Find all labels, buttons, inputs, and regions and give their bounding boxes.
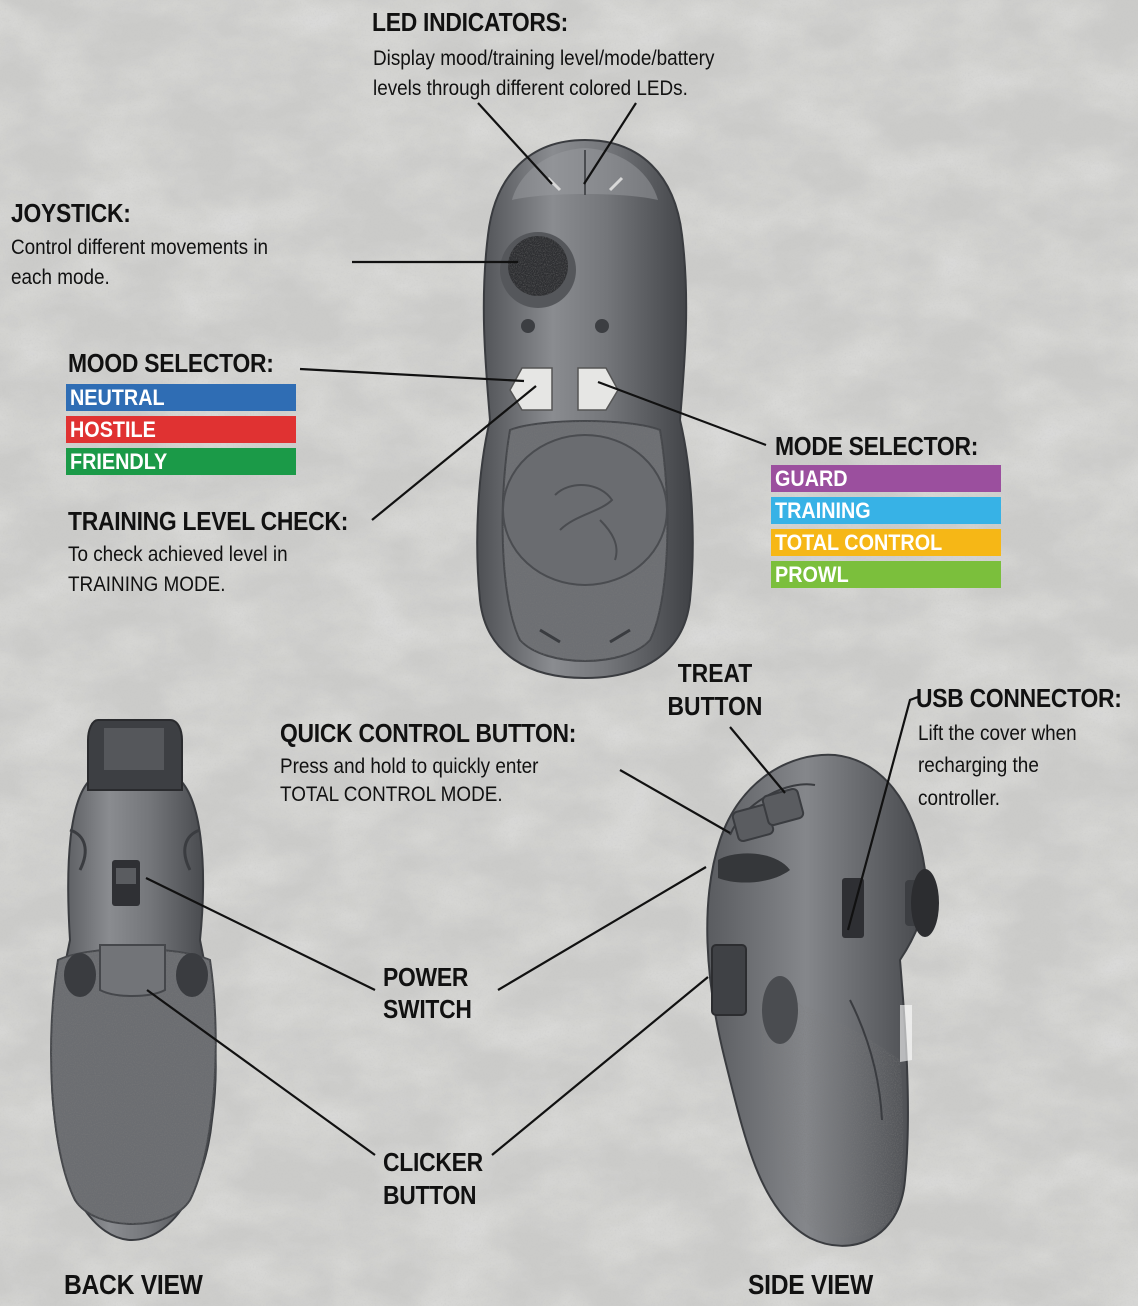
joystick-title: JOYSTICK: — [11, 198, 131, 228]
mood-option-neutral: NEUTRAL — [66, 384, 296, 411]
usb-connector-title: USB CONNECTOR: — [916, 683, 1122, 713]
back-view-controller — [51, 720, 216, 1240]
joystick-desc-line2: each mode. — [11, 264, 110, 292]
mode-option-training: TRAINING — [771, 497, 1001, 524]
quick-control-button-desc-line2: TOTAL CONTROL MODE. — [280, 781, 503, 809]
joystick-desc-line1: Control different movements in — [11, 234, 268, 262]
usb-connector-desc-line3: controller. — [918, 785, 1000, 813]
quick-control-button-desc-line1: Press and hold to quickly enter — [280, 753, 538, 781]
led-indicators-title: LED INDICATORS: — [372, 7, 568, 37]
back-view-label: BACK VIEW — [64, 1270, 203, 1300]
mood-selector-title: MOOD SELECTOR: — [68, 348, 274, 378]
side-view-controller — [707, 755, 939, 1246]
clicker-button-label-line1: CLICKER — [383, 1147, 483, 1177]
quick-control-button-title: QUICK CONTROL BUTTON: — [280, 718, 576, 748]
mood-option-hostile: HOSTILE — [66, 416, 296, 443]
leader-clicker-side — [492, 977, 708, 1155]
leader-power-side — [498, 867, 706, 990]
power-switch-label-line2: SWITCH — [383, 994, 472, 1024]
mood-option-friendly: FRIENDLY — [66, 448, 296, 475]
side-view-label: SIDE VIEW — [748, 1270, 873, 1300]
led-indicators-desc-line1: Display mood/training level/mode/battery — [373, 45, 714, 73]
power-switch-label-line1: POWER — [383, 962, 468, 992]
mode-option-total-control: TOTAL CONTROL — [771, 529, 1001, 556]
clicker-button-label-line2: BUTTON — [383, 1180, 476, 1210]
treat-button-label-line2: BUTTON — [667, 690, 764, 723]
usb-connector-desc-line2: recharging the — [918, 752, 1039, 780]
training-level-check-desc-line2: TRAINING MODE. — [68, 571, 226, 599]
training-level-check-desc-line1: To check achieved level in — [68, 541, 288, 569]
mode-option-prowl: PROWL — [771, 561, 1001, 588]
mode-selector-title: MODE SELECTOR: — [775, 431, 978, 461]
leader-quick-control — [620, 770, 730, 833]
training-level-check-title: TRAINING LEVEL CHECK: — [68, 506, 348, 536]
mode-option-guard: GUARD — [771, 465, 1001, 492]
led-indicators-desc-line2: levels through different colored LEDs. — [373, 75, 688, 103]
treat-button-label-line1: TREAT — [667, 657, 764, 690]
usb-connector-desc-line1: Lift the cover when — [918, 720, 1077, 748]
